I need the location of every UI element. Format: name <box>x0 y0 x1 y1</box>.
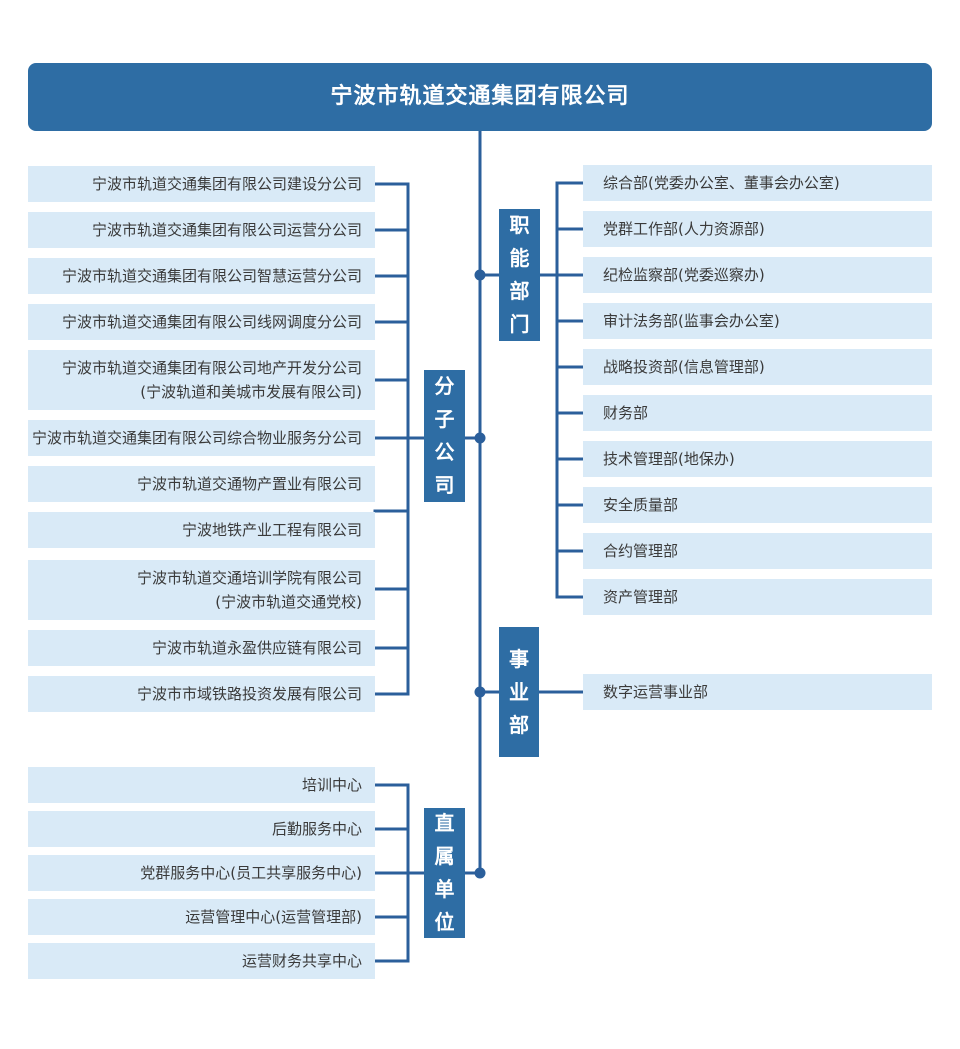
group-box-subsidiaries: 分子公司 <box>424 370 465 502</box>
subsidiary-node: 宁波市轨道交通培训学院有限公司 (宁波市轨道交通党校) <box>28 560 375 620</box>
subsidiary-node: 宁波地铁产业工程有限公司 <box>28 512 375 548</box>
group-label-subsidiaries: 分子公司 <box>434 374 455 497</box>
department-node: 安全质量部 <box>583 487 932 523</box>
department-node: 审计法务部(监事会办公室) <box>583 303 932 339</box>
business-unit-node: 数字运营事业部 <box>583 674 932 710</box>
department-node: 合约管理部 <box>583 533 932 569</box>
direct-unit-node: 运营管理中心(运营管理部) <box>28 899 375 935</box>
subsidiary-node: 宁波市轨道交通集团有限公司线网调度分公司 <box>28 304 375 340</box>
junction-dots <box>474 269 486 879</box>
group-label-business-units: 事业部 <box>509 646 529 737</box>
department-node: 党群工作部(人力资源部) <box>583 211 932 247</box>
group-box-business-units: 事业部 <box>499 627 539 757</box>
department-node: 纪检监察部(党委巡察办) <box>583 257 932 293</box>
direct-unit-node: 运营财务共享中心 <box>28 943 375 979</box>
department-node: 综合部(党委办公室、董事会办公室) <box>583 165 932 201</box>
subsidiary-node: 宁波市轨道交通集团有限公司智慧运营分公司 <box>28 258 375 294</box>
direct-unit-node: 培训中心 <box>28 767 375 803</box>
group-box-direct-units: 直属单位 <box>424 808 465 938</box>
subsidiary-node: 宁波市轨道交通集团有限公司综合物业服务分公司 <box>28 420 375 456</box>
subsidiary-node: 宁波市轨道交通集团有限公司地产开发分公司 (宁波轨道和美城市发展有限公司) <box>28 350 375 410</box>
company-root-node: 宁波市轨道交通集团有限公司 <box>28 63 932 131</box>
group-box-departments: 职能部门 <box>499 209 540 341</box>
subsidiary-node: 宁波市轨道交通物产置业有限公司 <box>28 466 375 502</box>
group-label-departments: 职能部门 <box>509 213 530 336</box>
subsidiary-node: 宁波市轨道交通集团有限公司运营分公司 <box>28 212 375 248</box>
direct-unit-node: 后勤服务中心 <box>28 811 375 847</box>
group-label-direct-units: 直属单位 <box>434 811 455 934</box>
department-node: 财务部 <box>583 395 932 431</box>
department-node: 技术管理部(地保办) <box>583 441 932 477</box>
junction-dot <box>474 867 486 879</box>
junction-dot <box>474 686 486 698</box>
subsidiary-node: 宁波市轨道交通集团有限公司建设分公司 <box>28 166 375 202</box>
subsidiary-node: 宁波市轨道永盈供应链有限公司 <box>28 630 375 666</box>
junction-dot <box>474 432 486 444</box>
direct-unit-node: 党群服务中心(员工共享服务中心) <box>28 855 375 891</box>
subsidiary-node: 宁波市市域铁路投资发展有限公司 <box>28 676 375 712</box>
department-node: 资产管理部 <box>583 579 932 615</box>
department-node: 战略投资部(信息管理部) <box>583 349 932 385</box>
junction-dot <box>474 269 486 281</box>
